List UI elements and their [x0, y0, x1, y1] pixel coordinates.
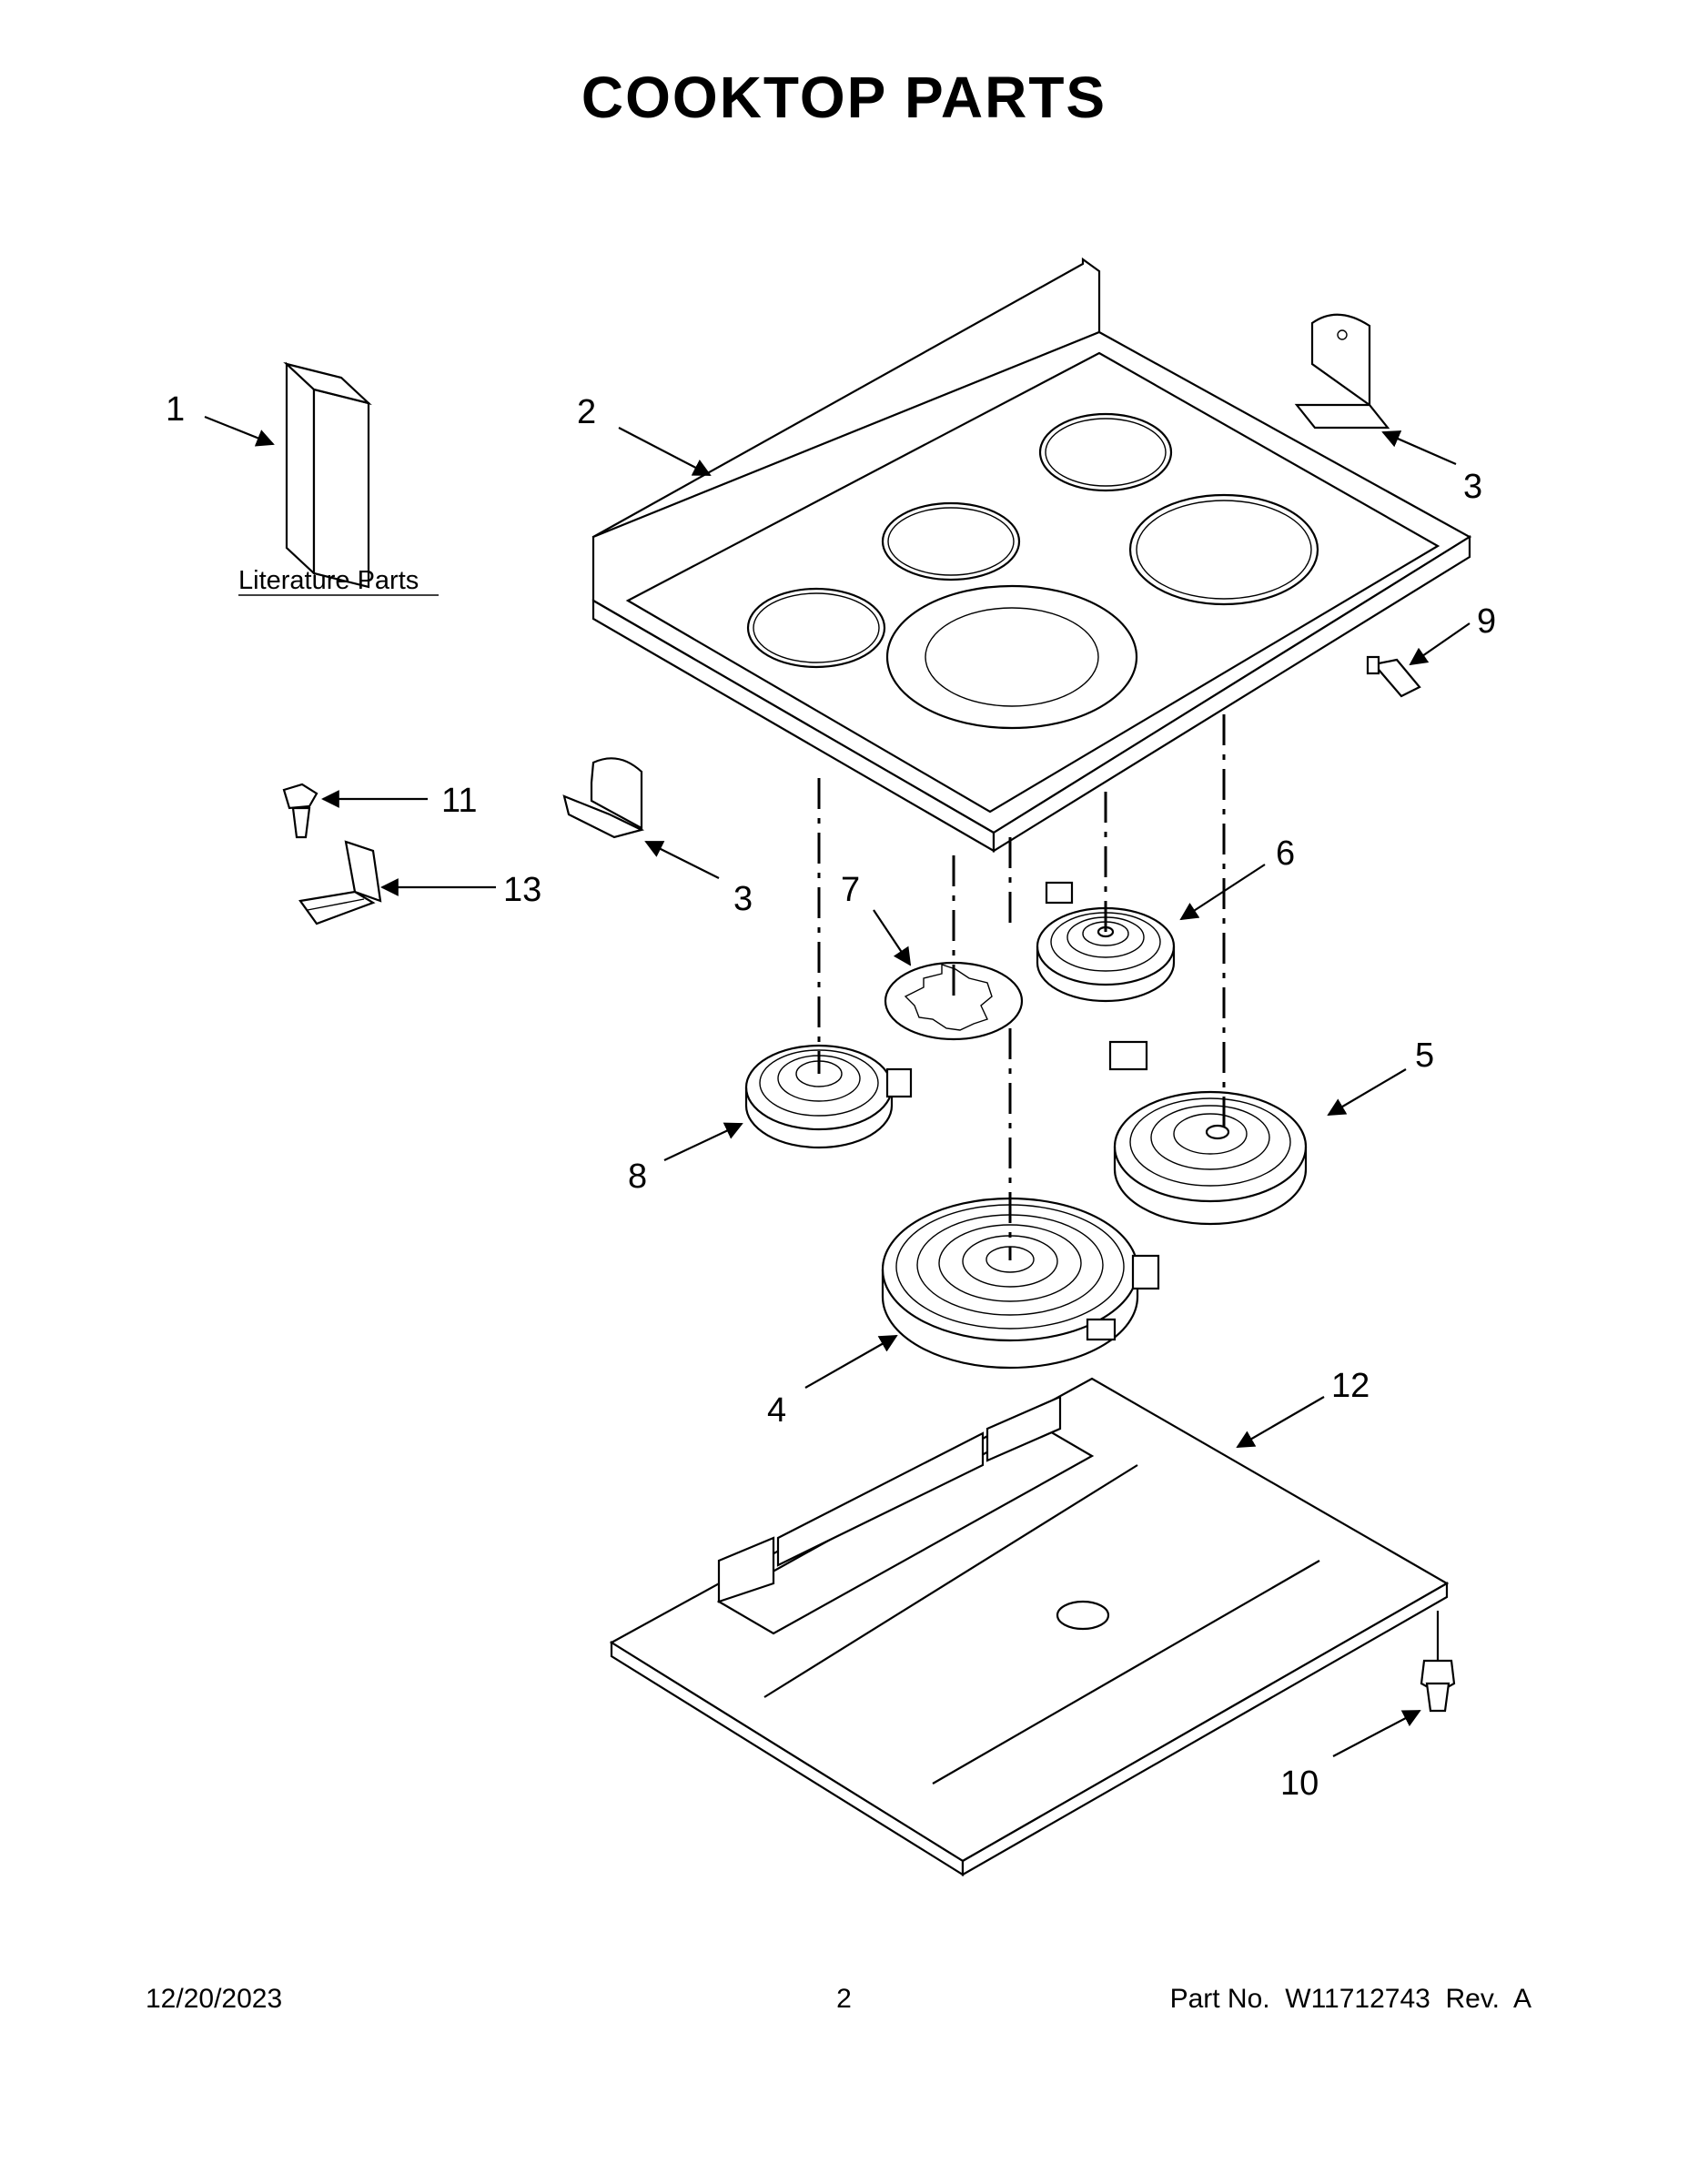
- callout-5: 5: [1415, 1036, 1434, 1075]
- callout-2: 2: [577, 393, 596, 431]
- assembly-lines: [817, 714, 1226, 1260]
- insulator-part-7: [884, 961, 1024, 1041]
- cooktop-main-top: [591, 257, 1472, 853]
- callout-arrows: [204, 415, 1471, 1757]
- footer-part-number: Part No. W11712743 Rev. A: [1169, 1984, 1531, 2014]
- base-pan-part-12: [609, 1377, 1450, 1876]
- screw-part-10: [1420, 1611, 1456, 1713]
- bracket-upper-right: [1294, 313, 1390, 430]
- surface-element-4: [881, 1197, 1160, 1370]
- callout-11: 11: [441, 782, 477, 820]
- screw-part-11: [282, 783, 318, 839]
- callout-3-lower: 3: [733, 880, 753, 918]
- surface-element-6: [1036, 881, 1176, 1003]
- literature-booklet: [283, 361, 372, 589]
- bracket-lower-left: [562, 757, 645, 839]
- callout-10: 10: [1280, 1764, 1319, 1803]
- callout-8: 8: [628, 1158, 647, 1196]
- callout-6: 6: [1276, 834, 1295, 873]
- callout-4: 4: [767, 1391, 786, 1430]
- surface-element-8: [744, 1044, 913, 1149]
- callout-1: 1: [166, 390, 185, 429]
- footer-date: 12/20/2023: [146, 1984, 283, 2014]
- callout-13: 13: [503, 871, 541, 909]
- page-title: COOKTOP PARTS: [581, 65, 1107, 130]
- callout-9: 9: [1477, 602, 1496, 641]
- callout-7: 7: [841, 871, 860, 909]
- surface-element-5: [1108, 1040, 1308, 1226]
- clip-part-9: [1366, 655, 1421, 698]
- footer-page-number: 2: [836, 1984, 852, 2014]
- bracket-part-13: [298, 840, 382, 925]
- callout-12: 12: [1331, 1367, 1370, 1405]
- literature-parts-label: Literature Parts: [238, 566, 419, 595]
- callout-3-upper: 3: [1463, 468, 1482, 506]
